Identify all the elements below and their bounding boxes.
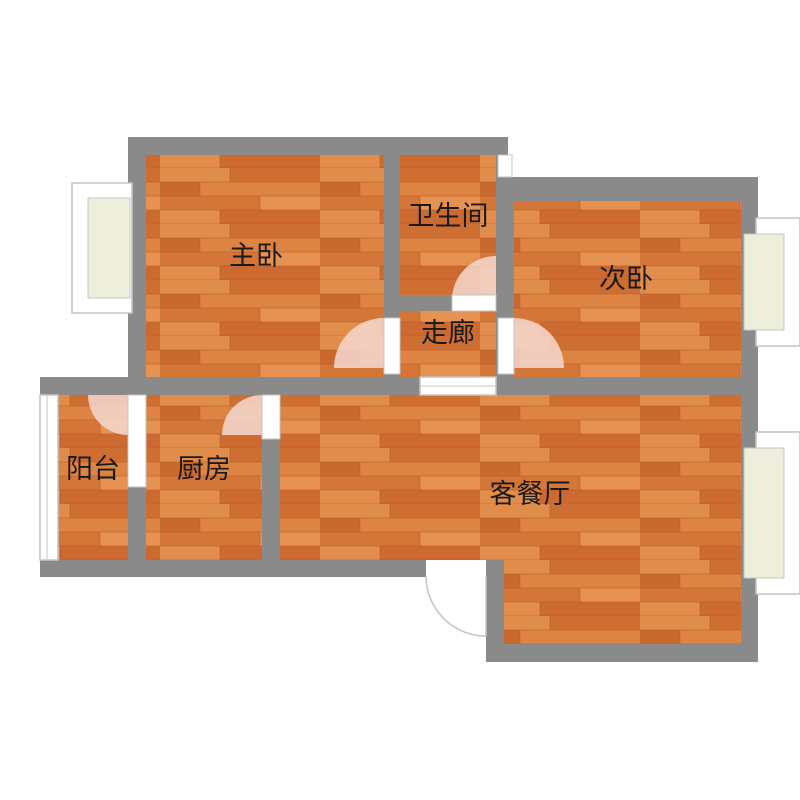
window-corridor	[419, 376, 497, 396]
window-living-room	[743, 431, 800, 595]
label-second-bedroom: 次卧	[599, 264, 653, 295]
door-kitchen	[222, 394, 281, 440]
corridor-floor	[400, 311, 496, 377]
window-balcony	[39, 394, 59, 561]
doors	[88, 256, 564, 637]
window-master-bedroom	[71, 182, 133, 314]
door-second-bedroom	[497, 317, 564, 375]
label-bathroom: 卫生间	[408, 201, 489, 232]
label-living-dining: 客餐厅	[490, 479, 571, 510]
window-second-bedroom	[743, 217, 800, 347]
door-balcony	[88, 394, 147, 488]
door-bathroom	[451, 256, 497, 312]
label-kitchen: 厨房	[177, 454, 231, 485]
room-labels: 主卧 卫生间 次卧 走廊 阳台 厨房 客餐厅	[66, 201, 653, 510]
living-dining-floor	[280, 395, 741, 560]
door-master-bedroom	[334, 317, 401, 375]
door-entrance	[425, 560, 487, 637]
windows	[39, 154, 800, 595]
window-bathroom	[497, 154, 513, 178]
living-dining-floor-lower	[504, 555, 741, 644]
label-balcony: 阳台	[66, 454, 120, 485]
label-master-bedroom: 主卧	[229, 241, 283, 272]
label-corridor: 走廊	[421, 318, 475, 349]
